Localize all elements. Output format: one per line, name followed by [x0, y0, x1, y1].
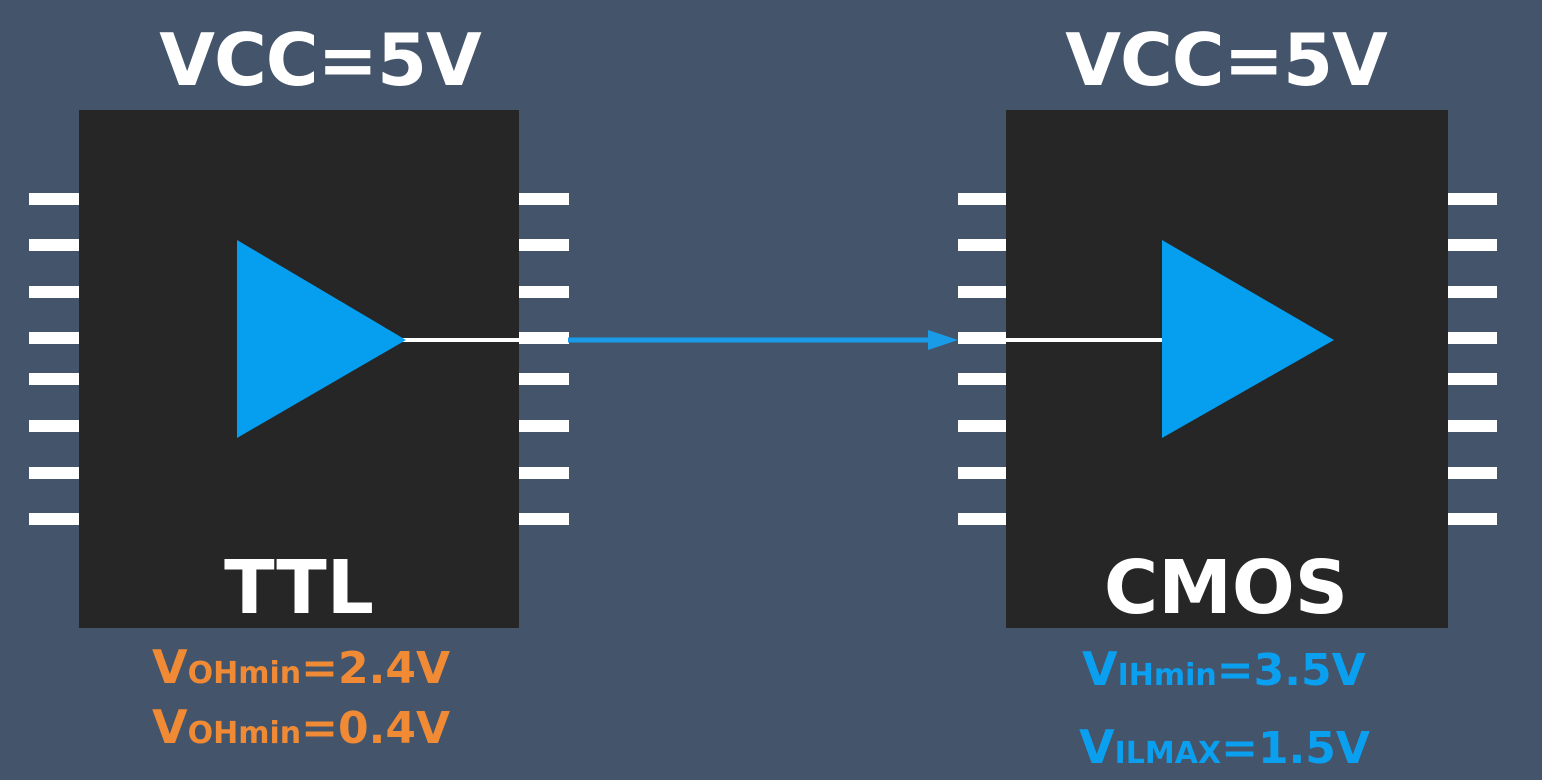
- cmos-right-pin-3: [1448, 286, 1497, 298]
- spec-value: =1.5V: [1221, 723, 1370, 774]
- ttl-right-pin-2: [519, 239, 569, 251]
- cmos-right-pin-8: [1448, 513, 1497, 525]
- cmos-vcc-label: VCC=5V: [1065, 18, 1388, 102]
- ttl-vcc-label: VCC=5V: [159, 18, 482, 102]
- cmos-left-pin-3: [958, 286, 1006, 298]
- spec-prefix: V: [152, 640, 188, 694]
- ttl-right-pin-1: [519, 193, 569, 205]
- cmos-right-pin-6: [1448, 420, 1497, 432]
- ttl-left-pin-8: [29, 513, 79, 525]
- cmos-left-pin-5: [958, 373, 1006, 385]
- spec-value: =2.4V: [301, 643, 450, 694]
- ttl-right-pin-3: [519, 286, 569, 298]
- ttl-spec-vol: VOHmin=0.4V: [152, 700, 450, 754]
- spec-value: =0.4V: [301, 703, 450, 754]
- cmos-right-pin-7: [1448, 467, 1497, 479]
- cmos-spec-vih: VIHmin=3.5V: [1082, 642, 1366, 696]
- cmos-right-pin-2: [1448, 239, 1497, 251]
- cmos-left-pin-1: [958, 193, 1006, 205]
- cmos-left-pin-4: [958, 332, 1006, 344]
- spec-prefix: V: [1079, 720, 1115, 774]
- cmos-left-pin-6: [958, 420, 1006, 432]
- spec-prefix: V: [152, 700, 188, 754]
- cmos-left-pin-2: [958, 239, 1006, 251]
- spec-value: =3.5V: [1216, 645, 1366, 696]
- ttl-left-pin-1: [29, 193, 79, 205]
- ttl-left-pin-3: [29, 286, 79, 298]
- ttl-right-pin-6: [519, 420, 569, 432]
- spec-subscript: OHmin: [187, 656, 302, 691]
- ttl-chip-label: TTL: [224, 545, 374, 631]
- arrow-icon: [928, 330, 958, 350]
- ttl-right-pin-7: [519, 467, 569, 479]
- ttl-left-pin-5: [29, 373, 79, 385]
- cmos-right-pin-1: [1448, 193, 1497, 205]
- chip-pins: [29, 193, 1497, 525]
- cmos-left-pin-8: [958, 513, 1006, 525]
- ttl-buffer-triangle-icon: [237, 240, 406, 438]
- ttl-left-pin-6: [29, 420, 79, 432]
- spec-prefix: V: [1082, 642, 1118, 696]
- cmos-spec-vil: VILMAX=1.5V: [1079, 720, 1370, 774]
- ttl-right-pin-4: [519, 332, 569, 344]
- ttl-left-pin-2: [29, 239, 79, 251]
- spec-subscript: ILMAX: [1114, 736, 1222, 771]
- ttl-left-pin-4: [29, 332, 79, 344]
- cmos-right-pin-5: [1448, 373, 1497, 385]
- ttl-right-pin-5: [519, 373, 569, 385]
- cmos-right-pin-4: [1448, 332, 1497, 344]
- spec-subscript: OHmin: [187, 716, 302, 751]
- ttl-spec-voh: VOHmin=2.4V: [152, 640, 450, 694]
- cmos-left-pin-7: [958, 467, 1006, 479]
- ttl-left-pin-7: [29, 467, 79, 479]
- cmos-chip-label: CMOS: [1103, 545, 1349, 631]
- cmos-buffer-triangle-icon: [1162, 240, 1334, 438]
- ttl-right-pin-8: [519, 513, 569, 525]
- spec-subscript: IHmin: [1117, 658, 1217, 693]
